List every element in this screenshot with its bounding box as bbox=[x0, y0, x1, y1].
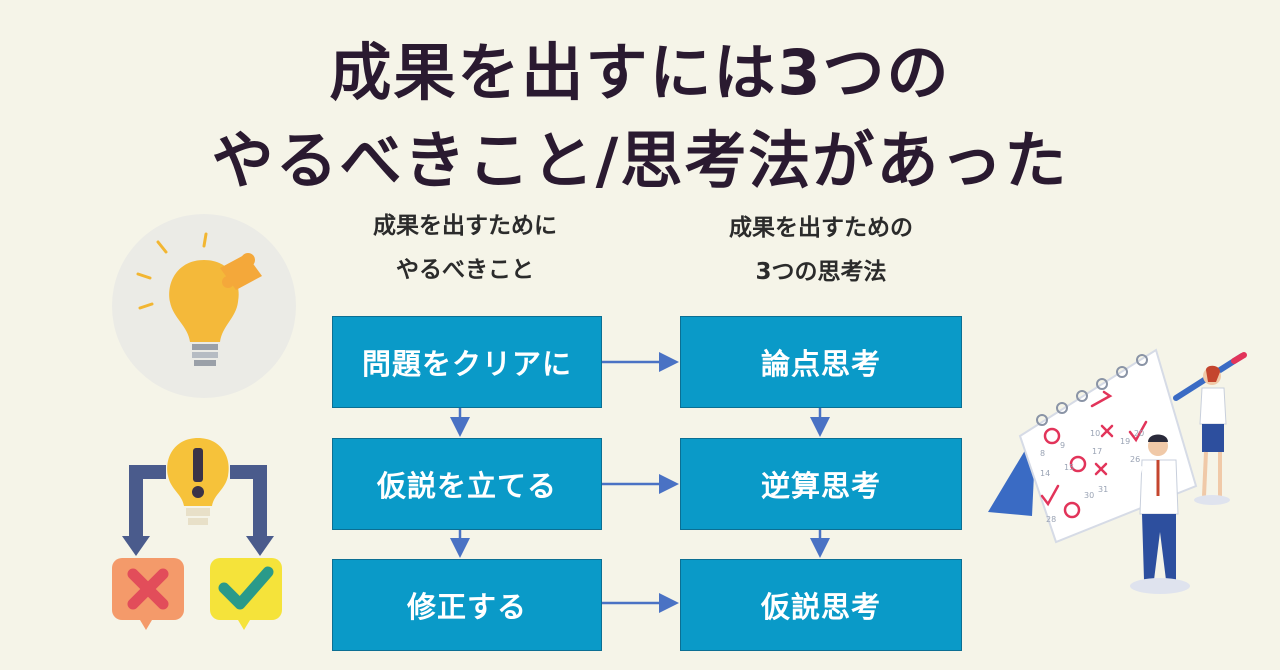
right-step-1-box: 論点思考 bbox=[680, 316, 962, 408]
left-step-2-box: 仮説を立てる bbox=[332, 438, 602, 530]
left-column-heading: 成果を出すために やるべきこと bbox=[330, 204, 600, 292]
svg-text:28: 28 bbox=[1046, 515, 1056, 524]
left-heading-line-1: 成果を出すために bbox=[373, 213, 557, 239]
svg-text:26: 26 bbox=[1130, 455, 1140, 464]
left-step-3-label: 修正する bbox=[406, 590, 527, 624]
left-step-3-box: 修正する bbox=[332, 559, 602, 651]
svg-text:20: 20 bbox=[1134, 429, 1144, 438]
lightbulb-puzzle-icon bbox=[112, 214, 296, 398]
svg-text:31: 31 bbox=[1098, 485, 1108, 494]
svg-text:15: 15 bbox=[1064, 463, 1074, 472]
svg-text:9: 9 bbox=[1060, 441, 1065, 450]
svg-text:17: 17 bbox=[1092, 447, 1102, 456]
svg-text:14: 14 bbox=[1040, 469, 1050, 478]
right-column-heading: 成果を出すための 3つの思考法 bbox=[680, 206, 962, 294]
right-heading-line-1: 成果を出すための bbox=[729, 215, 913, 241]
decision-icon bbox=[112, 438, 282, 630]
right-step-1-label: 論点思考 bbox=[760, 347, 881, 381]
right-step-2-label: 逆算思考 bbox=[760, 469, 881, 503]
right-heading-line-2: 3つの思考法 bbox=[755, 259, 887, 285]
left-step-1-label: 問題をクリアに bbox=[361, 347, 572, 381]
right-step-3-label: 仮説思考 bbox=[760, 590, 881, 624]
page-title-line-2: やるべきこと/思考法があった bbox=[211, 124, 1069, 197]
right-step-3-box: 仮説思考 bbox=[680, 559, 962, 651]
svg-text:19: 19 bbox=[1120, 437, 1130, 446]
page-title-line-1: 成果を出すには3つの bbox=[329, 36, 951, 109]
svg-text:8: 8 bbox=[1040, 449, 1045, 458]
svg-text:30: 30 bbox=[1084, 491, 1094, 500]
left-step-1-box: 問題をクリアに bbox=[332, 316, 602, 408]
right-step-2-box: 逆算思考 bbox=[680, 438, 962, 530]
calendar-planning-illustration: 8 9 10 14 15 17 19 20 26 28 30 31 bbox=[988, 348, 1247, 594]
svg-text:10: 10 bbox=[1090, 429, 1100, 438]
left-heading-line-2: やるべきこと bbox=[396, 257, 534, 283]
left-step-2-label: 仮説を立てる bbox=[376, 469, 557, 503]
